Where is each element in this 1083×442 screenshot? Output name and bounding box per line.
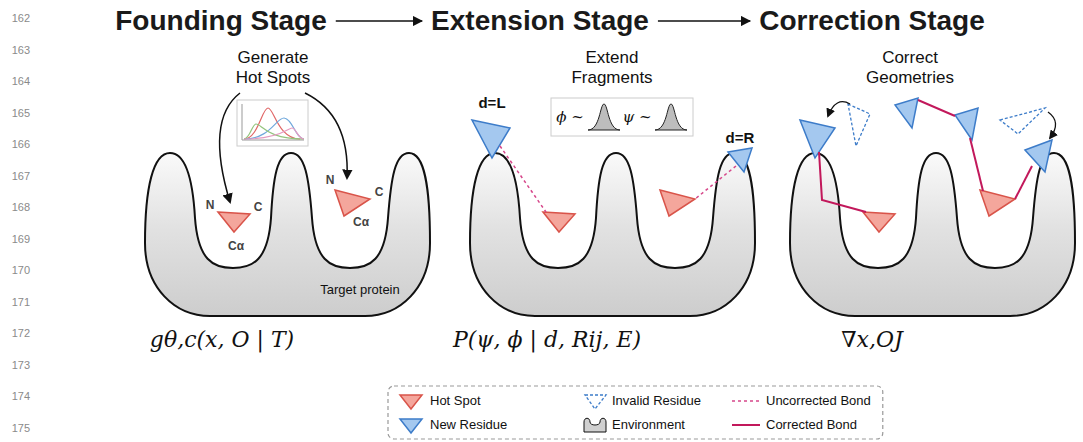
line-number: 173	[12, 359, 30, 372]
hotspot-chart	[244, 128, 304, 139]
legend-text: Hot Spot	[430, 393, 481, 409]
annotation-label: Cα	[353, 215, 369, 229]
legend-sample	[732, 424, 760, 426]
generate-arrow	[220, 93, 348, 202]
annotation-label: N	[326, 173, 335, 187]
annotation-label: Target protein	[320, 282, 400, 298]
hotspot-chart	[244, 118, 304, 139]
line-number: 167	[12, 170, 30, 183]
annotation-label: Generate Hot Spots	[223, 48, 323, 89]
annotation-label: d=R	[726, 129, 755, 147]
invalid-residue	[848, 104, 1045, 146]
generate-arrow	[220, 93, 240, 202]
line-number: 175	[12, 422, 30, 435]
annotation-label: d=L	[478, 94, 505, 112]
target-protein	[790, 153, 1075, 316]
uncorrected-bond	[500, 146, 736, 212]
annotation-label: N	[206, 198, 215, 212]
uncorrected-bond	[695, 166, 736, 199]
new-residue	[955, 108, 978, 140]
annotation-label: Extend Fragments	[562, 48, 662, 89]
line-number: 165	[12, 107, 30, 120]
line-number: 174	[12, 390, 30, 403]
corrected-bond	[918, 100, 955, 116]
stage-heading: Correction Stage	[756, 4, 988, 38]
line-number: 170	[12, 264, 30, 277]
correction-arrow	[828, 102, 1056, 138]
target-protein	[145, 153, 1075, 316]
hotspot-chart	[242, 140, 304, 141]
line-number: 162	[12, 12, 30, 25]
legend-text: Corrected Bond	[766, 417, 857, 433]
annotation-label: Cα	[228, 239, 244, 253]
line-number: 166	[12, 138, 30, 151]
stage-title: Founding Stage	[115, 4, 327, 38]
correction-arrow	[828, 102, 850, 116]
uncorrected-bond	[500, 146, 546, 212]
line-number: 171	[12, 296, 30, 309]
angle-distribution	[551, 98, 693, 136]
target-protein	[145, 153, 430, 316]
hotspot-chart	[237, 100, 308, 146]
line-number: 163	[12, 44, 30, 57]
legend-sample	[400, 395, 422, 409]
target-protein	[470, 153, 755, 316]
legend-text: Invalid Residue	[612, 393, 701, 409]
angle-distribution	[655, 104, 687, 130]
annotation-label: gθ,c(x, O | T)	[150, 327, 294, 353]
legend-text: New Residue	[430, 417, 507, 433]
legend-text: Environment	[612, 417, 685, 433]
hotspot-chart	[244, 124, 304, 139]
legend-sample	[584, 418, 606, 432]
annotation-label: ϕ ~	[556, 108, 584, 126]
stage-heading: Extension Stage	[428, 4, 652, 38]
line-number: 168	[12, 201, 30, 214]
legend-box	[388, 386, 883, 439]
new-residue	[895, 98, 918, 128]
stage-arrow	[336, 20, 422, 22]
new-residue	[1025, 140, 1052, 172]
line-number: 169	[12, 233, 30, 246]
stage-title: Extension Stage	[431, 4, 649, 38]
corrected-bond	[819, 100, 1032, 212]
invalid-residue	[1000, 108, 1045, 134]
invalid-residue	[848, 104, 870, 146]
annotation-label: ψ ~	[622, 108, 651, 126]
annotation-label: C	[375, 185, 384, 199]
legend-sample	[400, 419, 422, 433]
legend-sample	[585, 395, 606, 409]
hotspot-chart	[237, 100, 308, 146]
corrected-bond	[1015, 166, 1032, 199]
stage-heading: Founding Stage	[112, 4, 330, 38]
line-number: 172	[12, 327, 30, 340]
generate-arrow	[305, 93, 347, 178]
corrected-bond	[819, 152, 866, 212]
annotation-label: P(ψ, ϕ | d, Rij, E)	[453, 327, 641, 353]
annotation-label: ∇x,OJ	[841, 327, 903, 353]
new-residue	[800, 120, 835, 158]
stage-arrow	[658, 20, 750, 22]
line-number: 164	[12, 75, 30, 88]
legend-sample	[732, 400, 760, 402]
angle-distribution	[588, 104, 620, 130]
correction-arrow	[1048, 112, 1056, 138]
hotspot-chart	[242, 104, 243, 140]
annotation-label: Correct Geometries	[860, 48, 960, 89]
stage-title: Correction Stage	[759, 4, 985, 38]
legend-text: Uncorrected Bond	[766, 393, 871, 409]
new-residue	[728, 148, 752, 172]
corrected-bond	[970, 138, 983, 191]
new-residue	[472, 98, 1052, 172]
angle-distribution	[551, 98, 693, 136]
annotation-label: C	[254, 200, 263, 214]
